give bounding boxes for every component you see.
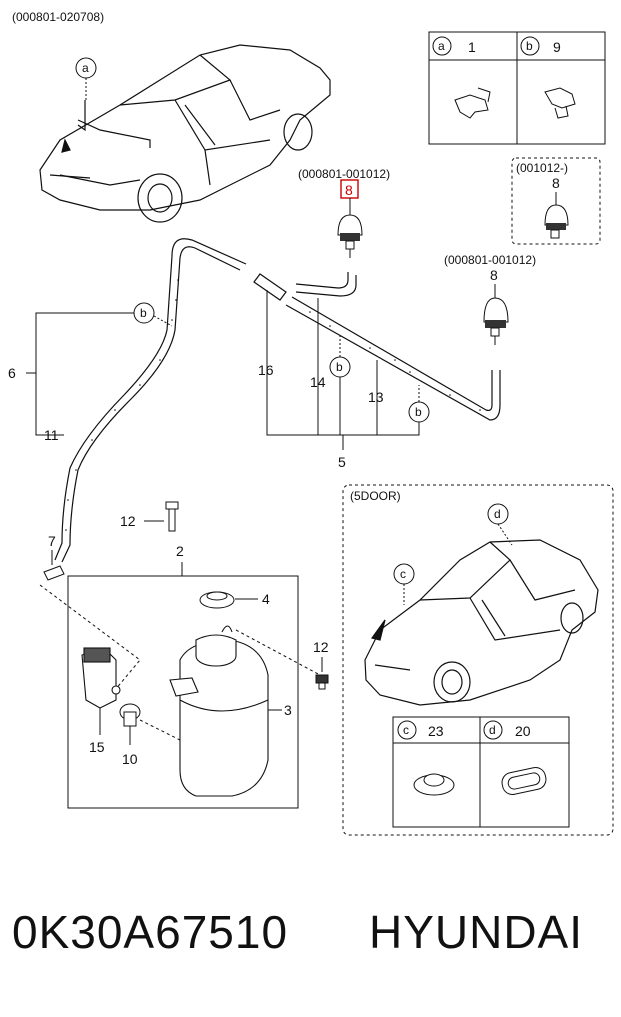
dashed-box-later-nozzle — [511, 157, 601, 245]
leader-lines-center — [266, 290, 420, 450]
clip-a-icon — [454, 94, 489, 119]
range-label-8-box: (001012-) — [516, 161, 568, 175]
washer-nozzle-icon — [337, 214, 363, 258]
part-8-highlighted[interactable]: 8 — [345, 182, 353, 198]
washer-reservoir-icon — [169, 625, 269, 797]
part-5[interactable]: 5 — [338, 454, 346, 470]
legend-d-part-number: 20 — [515, 723, 531, 739]
five-door-box — [342, 484, 614, 836]
legend-d-letter: d — [489, 723, 496, 737]
part-8-right[interactable]: 8 — [490, 267, 498, 283]
car-illustration-hatchback — [364, 539, 599, 706]
bolt-12-right-icon — [315, 674, 329, 690]
callout-b-right: b — [415, 405, 422, 419]
washer-nozzle-right-icon — [483, 297, 509, 345]
callout-d: d — [494, 507, 501, 521]
reservoir-cap-icon — [199, 591, 235, 609]
hose-texture — [65, 279, 481, 531]
plug-d-icon — [501, 767, 547, 795]
part-16[interactable]: 16 — [258, 362, 274, 378]
part-2[interactable]: 2 — [176, 543, 184, 559]
part-6[interactable]: 6 — [8, 365, 16, 381]
callout-c: c — [400, 567, 406, 581]
legend-top-table: a 1 b 9 — [428, 31, 606, 145]
part-7[interactable]: 7 — [48, 533, 56, 549]
car-illustration-sedan — [39, 44, 331, 223]
range-label-8-right: (000801-001012) — [444, 253, 536, 267]
part-8-box[interactable]: 8 — [552, 175, 560, 191]
part-13[interactable]: 13 — [368, 389, 384, 405]
washer-hoses — [54, 238, 501, 563]
dashed-guides — [39, 584, 321, 741]
reservoir-group-box — [67, 575, 299, 809]
footer: 0K30A67510 HYUNDAI — [12, 905, 612, 975]
legend-a-letter: a — [438, 39, 445, 53]
callout-b-left: b — [140, 306, 147, 320]
washer-pump-icon — [81, 647, 121, 709]
header-code: (000801-020708) — [12, 10, 104, 24]
five-door-label: (5DOOR) — [350, 489, 401, 503]
footer-part-number: 0K30A67510 — [12, 906, 289, 958]
clip-b-icon — [544, 87, 576, 109]
legend-b-part-number: 9 — [553, 39, 561, 55]
part-10[interactable]: 10 — [122, 751, 138, 767]
legend-c-letter: c — [403, 723, 409, 737]
grommet-10-icon — [119, 703, 141, 727]
connector-7-icon — [43, 565, 65, 581]
footer-brand: HYUNDAI — [369, 906, 584, 958]
legend-a-part-number: 1 — [468, 39, 476, 55]
leader-lines-left — [26, 312, 134, 436]
callout-b-middle: b — [336, 360, 343, 374]
washer-nozzle-later-icon — [544, 204, 569, 239]
part-12-right[interactable]: 12 — [313, 639, 329, 655]
part-14[interactable]: 14 — [310, 374, 326, 390]
part-4[interactable]: 4 — [262, 591, 270, 607]
part-11[interactable]: 11 — [44, 427, 59, 443]
legend-bottom-table: c 23 d 20 — [392, 716, 570, 828]
part-15[interactable]: 15 — [89, 739, 105, 755]
range-label-8-top: (000801-001012) — [298, 167, 390, 181]
legend-b-letter: b — [526, 39, 533, 53]
callout-a-letter: a — [82, 61, 89, 75]
bolt-12-top-icon — [165, 501, 179, 532]
part-3[interactable]: 3 — [284, 702, 292, 718]
part-12-top[interactable]: 12 — [120, 513, 136, 529]
legend-c-part-number: 23 — [428, 723, 444, 739]
